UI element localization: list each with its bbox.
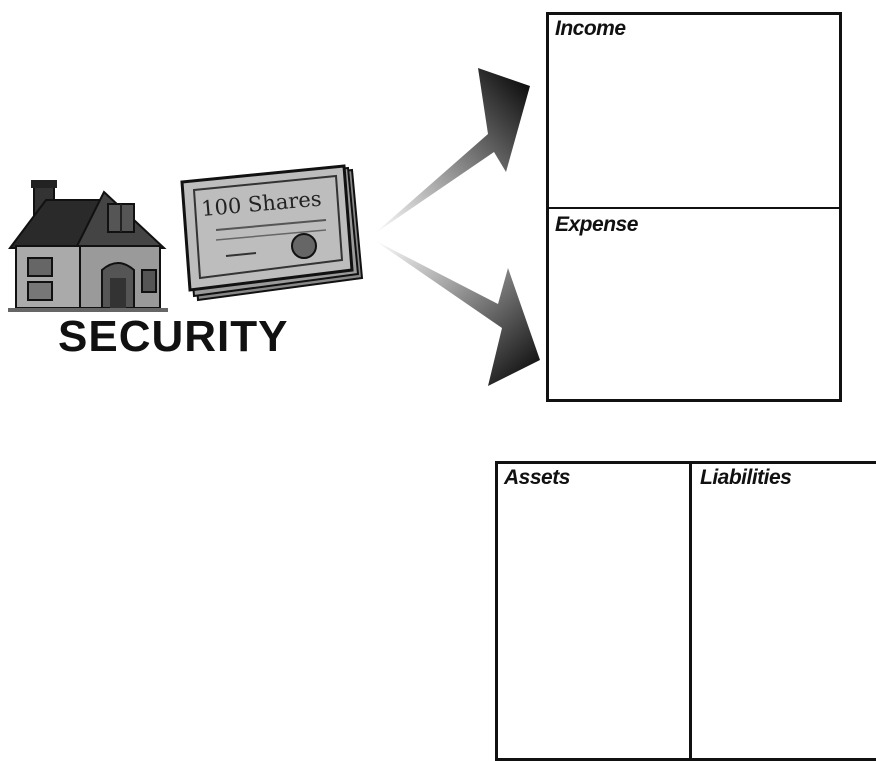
- liabilities-label: Liabilities: [700, 466, 791, 490]
- assets-liabilities-divider: [689, 464, 692, 758]
- share-certificate-icon: 100 Shares: [176, 160, 366, 310]
- arrow-down-right-icon: [374, 240, 540, 386]
- arrow-up-right-icon: [374, 68, 530, 234]
- income-expense-divider: [549, 207, 839, 209]
- assets-label: Assets: [504, 466, 570, 490]
- arrows: [370, 60, 545, 390]
- income-statement-box: Income Expense: [546, 12, 842, 402]
- expense-label: Expense: [555, 213, 638, 237]
- balance-sheet-box: Assets Liabilities: [495, 461, 876, 761]
- income-label: Income: [555, 17, 626, 41]
- house-icon: [6, 170, 171, 315]
- security-label: SECURITY: [58, 312, 288, 362]
